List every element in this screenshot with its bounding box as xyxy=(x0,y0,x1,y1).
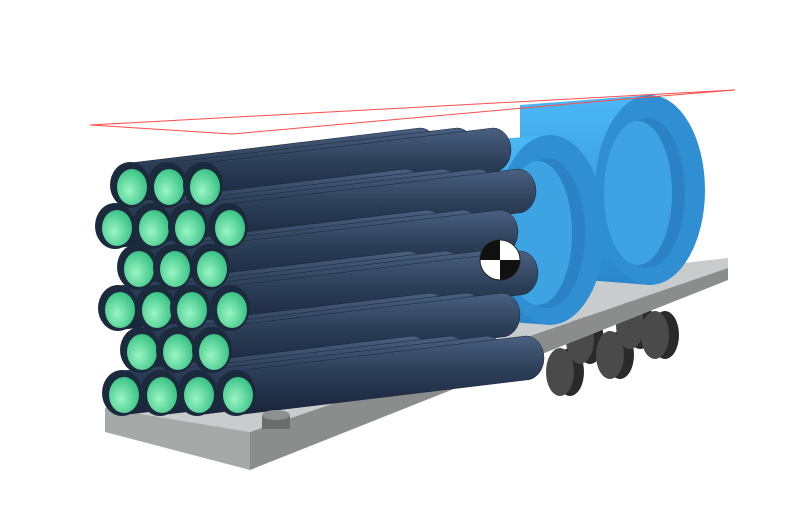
pipe-inner xyxy=(223,377,253,413)
pipe-inner xyxy=(184,377,214,413)
coil-bore-inner xyxy=(604,121,672,265)
pipe-inner xyxy=(197,251,227,287)
pipe-inner xyxy=(142,292,172,328)
pipe-inner xyxy=(109,377,139,413)
deck-front xyxy=(105,408,250,470)
pipe-inner xyxy=(160,251,190,287)
pipe-inner xyxy=(175,210,205,246)
pipe-inner xyxy=(147,377,177,413)
pipe-inner xyxy=(139,210,169,246)
pipe-inner xyxy=(217,292,247,328)
center-of-mass-marker-icon[interactable] xyxy=(479,239,521,281)
pipe-inner xyxy=(199,334,229,370)
wheel xyxy=(641,311,669,359)
deck-fixture xyxy=(262,410,290,429)
pipe-stack xyxy=(95,127,545,416)
pipe-inner xyxy=(177,292,207,328)
pipe-inner xyxy=(154,169,184,205)
bounding-plane-outline[interactable] xyxy=(89,89,736,135)
pipe-inner xyxy=(127,334,157,370)
pipe-inner xyxy=(124,251,154,287)
pipe-inner xyxy=(190,169,220,205)
pipe-inner xyxy=(105,292,135,328)
pipe-body xyxy=(235,335,545,416)
pipe-inner xyxy=(102,210,132,246)
pipe-inner xyxy=(215,210,245,246)
pipe-inner xyxy=(117,169,147,205)
wheel xyxy=(546,348,574,396)
wheel xyxy=(596,331,624,379)
pipe-inner xyxy=(163,334,193,370)
